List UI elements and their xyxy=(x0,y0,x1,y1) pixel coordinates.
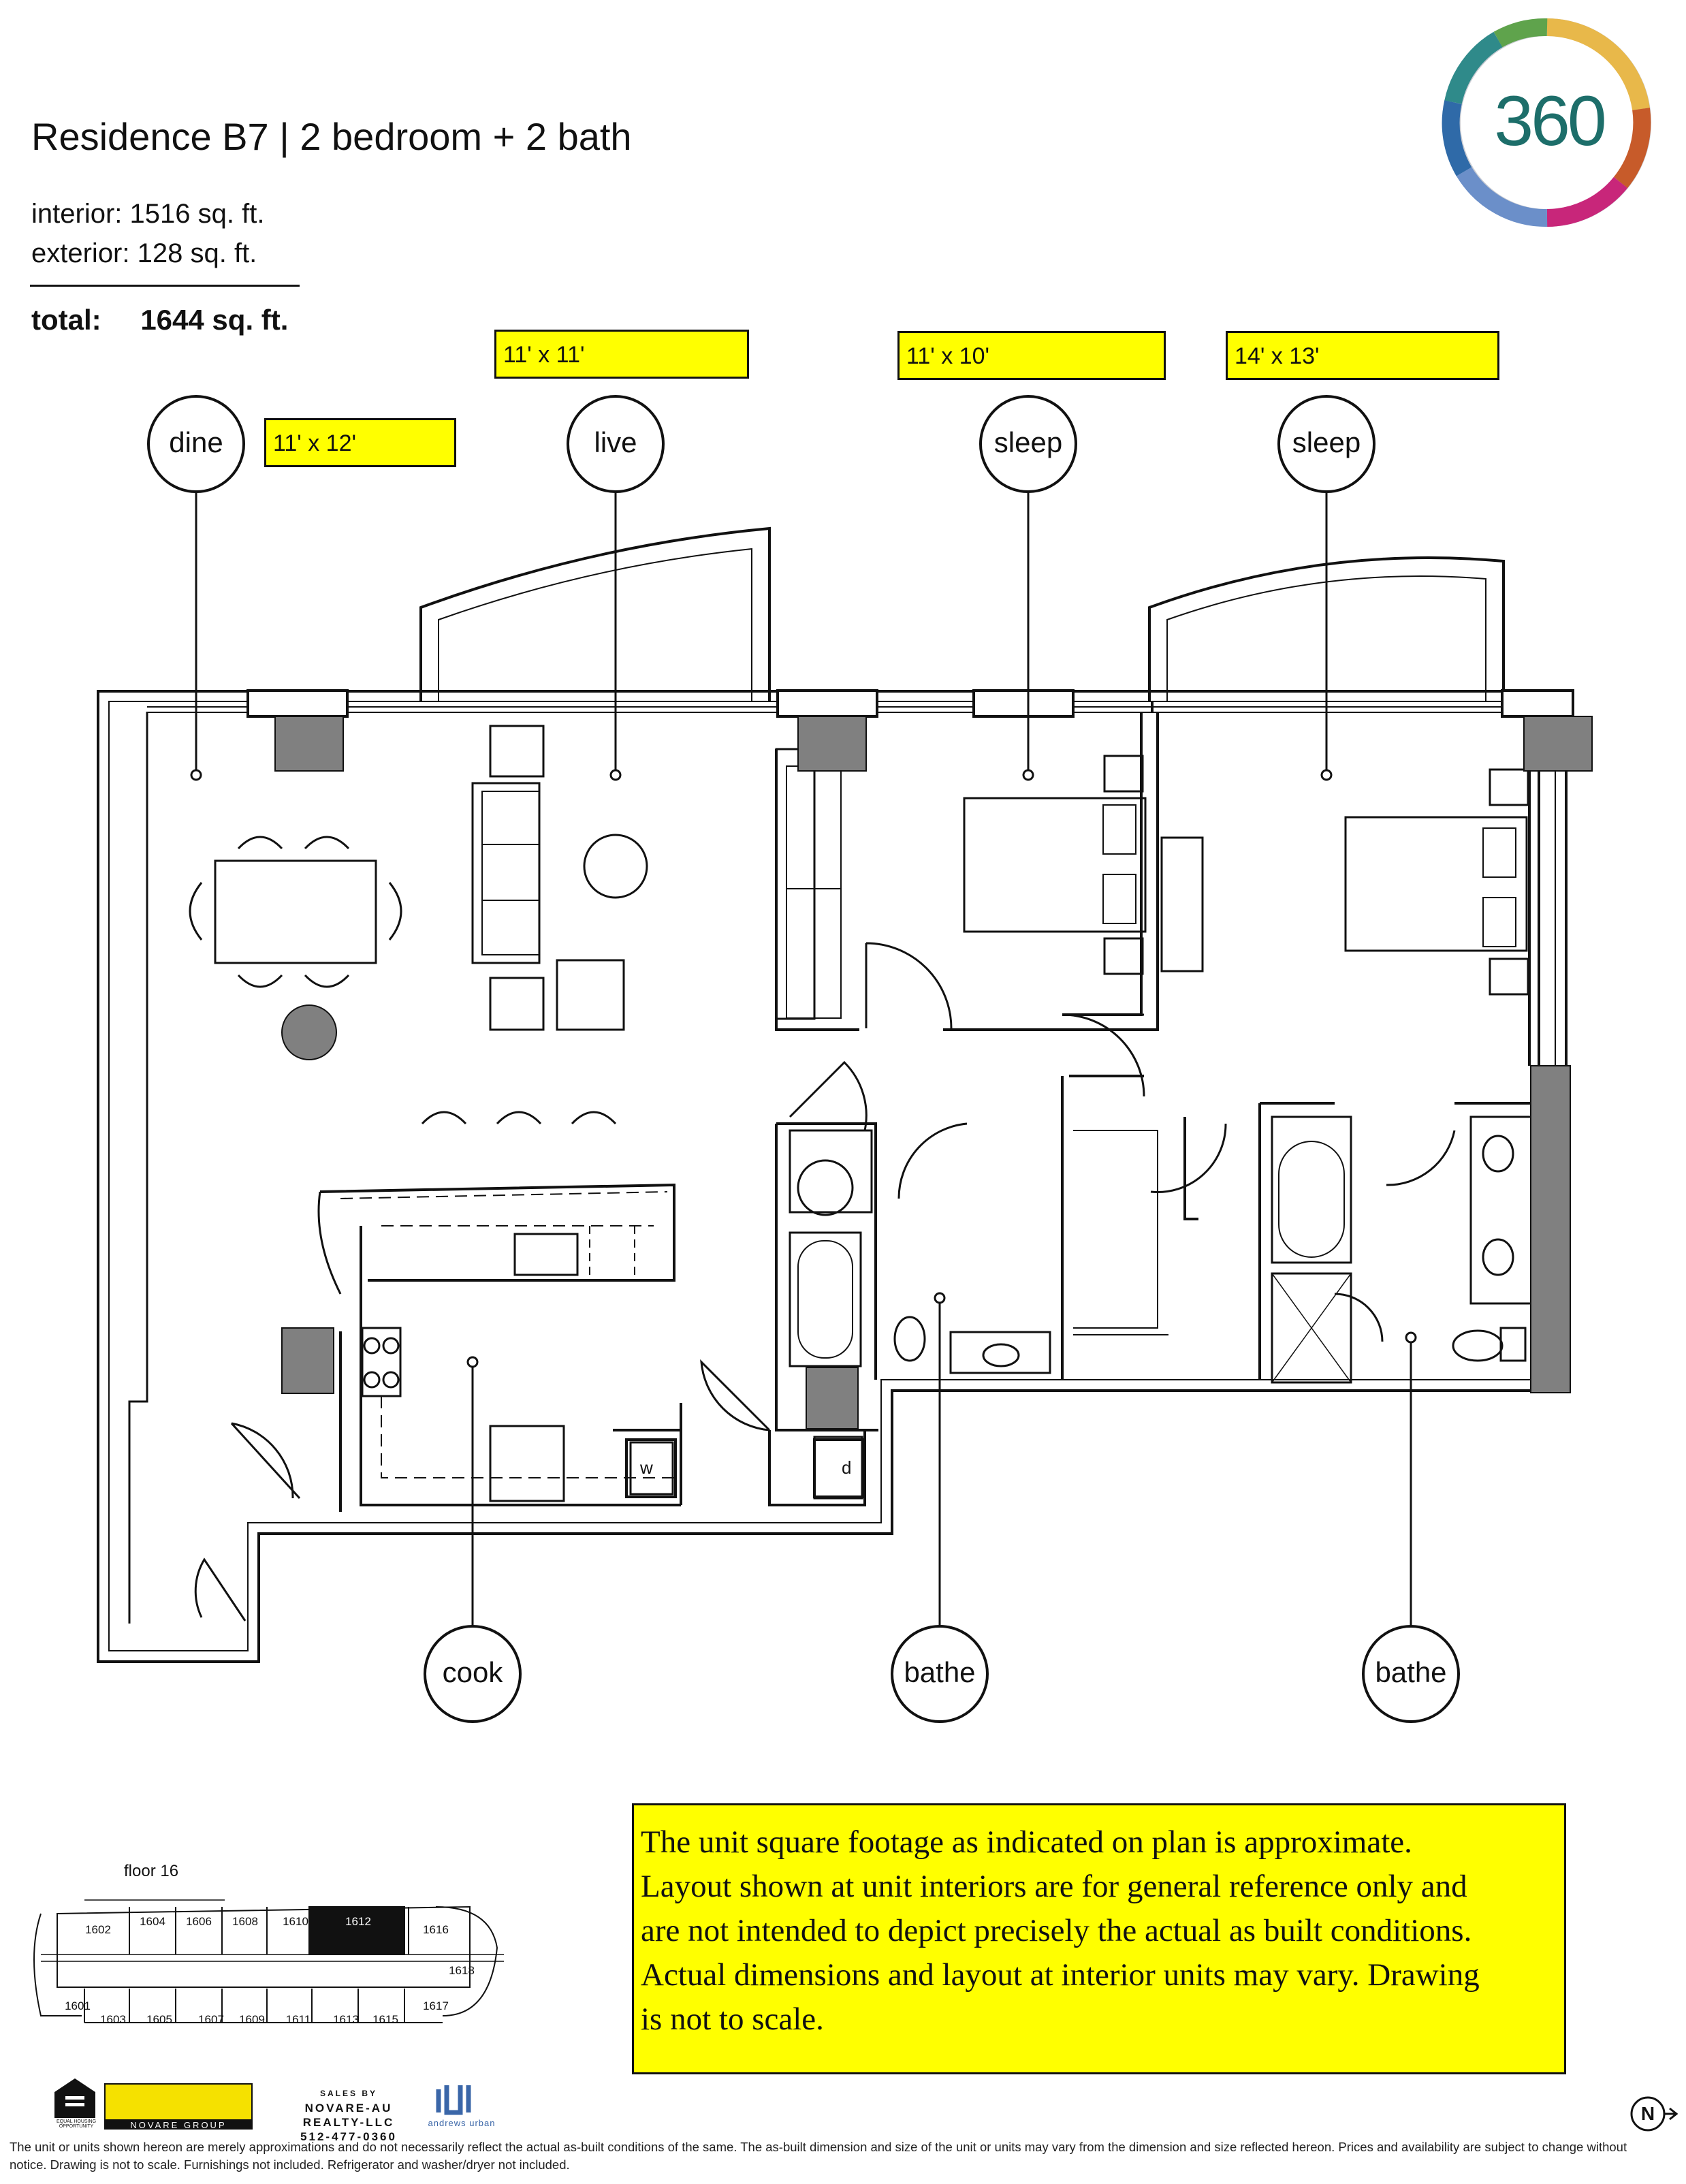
fine-print: The unit or units shown hereon are merel… xyxy=(10,2140,1627,2172)
interior-area: interior: 1516 sq. ft. xyxy=(31,199,264,230)
exterior-value: 128 sq. ft. xyxy=(137,238,257,268)
room-label-cook: cook xyxy=(442,1656,503,1688)
keyplan-unit: 1608 xyxy=(232,1915,258,1928)
balcony-right xyxy=(1148,556,1505,701)
room-label-dine: dine xyxy=(169,426,223,458)
room-label-bathe-1: bathe xyxy=(904,1656,976,1688)
keyplan-unit: 1605 xyxy=(146,2013,172,2026)
interior-value: 1516 sq. ft. xyxy=(129,199,265,229)
andrews-urban-logo xyxy=(436,2085,471,2115)
door-swings xyxy=(194,942,1456,1621)
dining-set xyxy=(189,836,402,988)
mullion xyxy=(972,689,1075,718)
dryer-label: d xyxy=(842,1457,852,1478)
keyplan-unit: 1615 xyxy=(372,2013,398,2026)
dryer-box xyxy=(813,1438,865,1498)
room-label-live: live xyxy=(594,426,637,458)
keyplan-unit: 1617 xyxy=(423,1999,449,2012)
dimension-dine: 11' x 12' xyxy=(264,418,456,467)
room-label-bathe-2: bathe xyxy=(1375,1656,1447,1688)
disclaimer-line: Layout shown at unit interiors are for g… xyxy=(641,1869,1467,1904)
dimension-sleep-2: 14' x 13' xyxy=(1226,331,1499,380)
exterior-area: exterior: 128 sq. ft. xyxy=(31,238,257,269)
keyplan-unit: 1609 xyxy=(239,2013,265,2026)
washer-label: w xyxy=(640,1457,653,1478)
mullion xyxy=(246,689,349,718)
room-bubble-sleep-1 xyxy=(979,395,1077,493)
disclaimer-line: Actual dimensions and layout at interior… xyxy=(641,1957,1480,1993)
mullion xyxy=(1501,689,1574,718)
leader-lines xyxy=(147,395,1460,1723)
bedroom-1-furniture xyxy=(775,748,1204,1020)
keyplan-floor-label: floor 16 xyxy=(124,1862,179,1880)
area-divider xyxy=(30,285,300,287)
logo-ring xyxy=(1442,18,1651,227)
room-bubble-cook xyxy=(424,1625,522,1723)
disclaimer-line: is not to scale. xyxy=(641,2001,824,2037)
sales-by-block: SALES BY NOVARE-AU REALTY-LLC 512-477-03… xyxy=(281,2087,417,2144)
keyplan-unit: 1611 xyxy=(285,2013,311,2026)
dimension-live: 11' x 11' xyxy=(494,330,749,379)
north-label: N xyxy=(1640,2103,1655,2124)
mullion xyxy=(776,689,878,718)
dimension-sleep-1: 11' x 10' xyxy=(897,331,1166,380)
disclaimer-line: The unit square footage as indicated on … xyxy=(641,1824,1412,1860)
keyplan-unit: 1606 xyxy=(186,1915,212,1928)
exterior-walls xyxy=(97,690,1568,1663)
keyplan-unit: 1618 xyxy=(449,1964,475,1977)
disclaimer-box: The unit square footage as indicated on … xyxy=(632,1803,1566,2074)
sales-line: REALTY-LLC xyxy=(302,2116,395,2129)
bath-fixtures xyxy=(789,1115,1538,1384)
columns xyxy=(274,716,1593,1429)
room-bubble-live xyxy=(567,395,665,493)
keyplan-unit-highlighted: 1612 xyxy=(345,1915,371,1928)
room-bubble-bathe-2 xyxy=(1362,1625,1460,1723)
keyplan-unit: 1604 xyxy=(140,1915,165,1928)
balcony-right-inner xyxy=(1166,575,1486,701)
room-bubble-sleep-2 xyxy=(1277,395,1375,493)
sales-line: SALES BY xyxy=(319,2089,377,2098)
key-plan-drawing xyxy=(33,1899,504,2023)
disclaimer-line: are not intended to depict precisely the… xyxy=(641,1913,1472,1948)
equal-housing-text: EQUAL HOUSING OPPORTUNITY xyxy=(56,2119,97,2129)
washer-box xyxy=(625,1438,677,1498)
andrews-urban-text: andrews urban xyxy=(428,2118,496,2128)
sales-line: NOVARE-AU xyxy=(304,2102,393,2115)
keyplan-unit: 1607 xyxy=(198,2013,224,2026)
keyplan-unit: 1610 xyxy=(283,1915,308,1928)
living-furniture xyxy=(471,725,648,1031)
room-label-sleep-1: sleep xyxy=(993,426,1063,458)
room-bubble-bathe-1 xyxy=(891,1625,989,1723)
room-bubble-dine xyxy=(147,395,245,493)
novare-group-logo xyxy=(104,2083,253,2130)
novare-group-text: NOVARE GROUP xyxy=(130,2120,227,2130)
balcony-left-inner xyxy=(438,548,752,701)
balcony-left xyxy=(419,526,771,701)
keyplan-unit: 1601 xyxy=(65,1999,91,2012)
total-area: total: 1644 sq. ft. xyxy=(31,304,288,336)
total-value: 1644 sq. ft. xyxy=(140,304,289,336)
interior-label: interior: xyxy=(31,199,123,229)
north-arrow-icon xyxy=(1630,2096,1679,2132)
page-title: Residence B7 | 2 bedroom + 2 bath xyxy=(31,115,632,158)
equal-housing-icon xyxy=(54,2078,95,2118)
exterior-label: exterior: xyxy=(31,238,130,268)
bedroom-2-furniture xyxy=(1344,768,1529,996)
sales-line: 512-477-0360 xyxy=(300,2130,397,2143)
brand-logo-360: 360 xyxy=(1494,82,1607,161)
kitchen-counters xyxy=(317,1111,863,1502)
room-label-sleep-2: sleep xyxy=(1292,426,1361,458)
keyplan-unit: 1602 xyxy=(85,1923,111,1936)
keyplan-unit: 1613 xyxy=(333,2013,359,2026)
total-label: total: xyxy=(31,304,101,336)
keyplan-unit: 1616 xyxy=(423,1923,449,1936)
keyplan-unit: 1603 xyxy=(100,2013,126,2026)
